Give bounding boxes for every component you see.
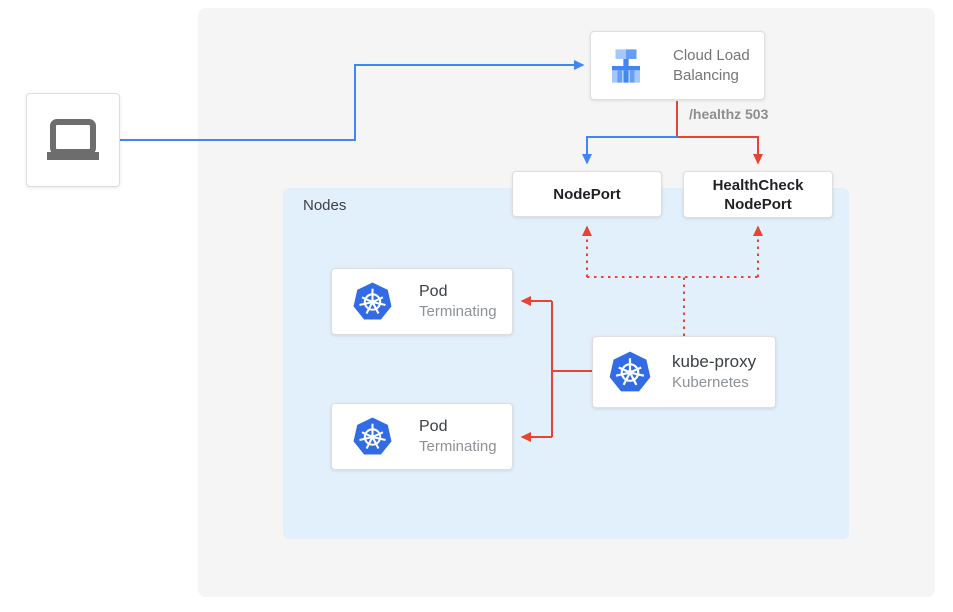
pod-card: Pod Terminating [331,268,513,335]
kube-proxy-card: kube-proxy Kubernetes [592,336,776,408]
pod-title: Pod [419,417,448,435]
pod-status: Terminating [419,437,497,455]
pod-status: Terminating [419,302,497,320]
kubernetes-icon [352,281,393,322]
healthcheck-label-line2: NodePort [724,195,792,213]
nodeport-card: NodePort [512,171,662,217]
healthz-annotation: /healthz 503 [689,106,769,122]
pod-title: Pod [419,282,448,300]
laptop-icon [41,108,105,172]
healthcheck-nodeport-card: HealthCheck NodePort [683,171,833,218]
client-card [26,93,120,187]
pod-card: Pod Terminating [331,403,513,470]
kube-proxy-subtitle: Kubernetes [672,374,749,391]
nodeport-label: NodePort [553,185,621,203]
kube-proxy-title: kube-proxy [672,352,757,371]
load-balancer-icon [605,45,647,87]
cloud-load-balancing-card: Cloud Load Balancing [590,31,765,100]
kubernetes-icon [352,416,393,457]
healthcheck-label-line1: HealthCheck [712,176,804,194]
kubernetes-icon [608,350,652,394]
clb-label-line1: Cloud Load [673,46,750,64]
clb-label-line2: Balancing [673,66,739,84]
nodes-panel-label: Nodes [303,197,347,214]
